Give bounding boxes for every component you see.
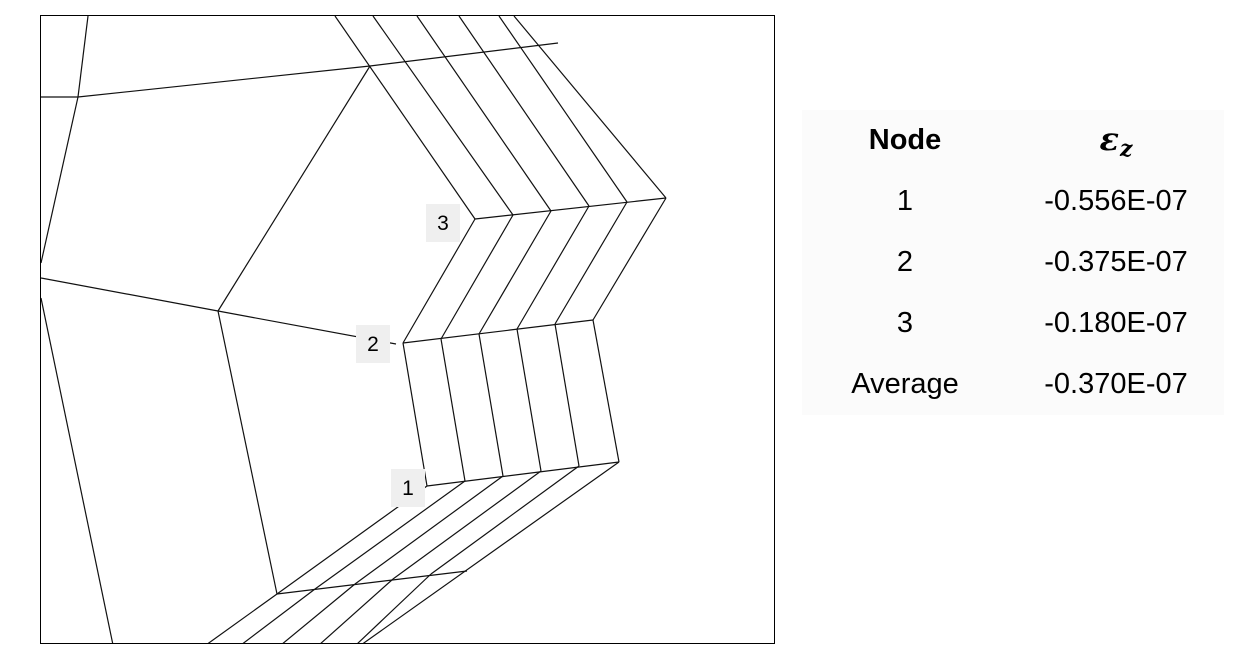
row-strain-value: -0.370E-07 [1008, 354, 1224, 415]
row-strain-value: -0.375E-07 [1008, 232, 1224, 293]
row-strain-value: -0.180E-07 [1008, 293, 1224, 354]
mesh-lines [41, 16, 667, 643]
header-strain: εz [1008, 110, 1224, 171]
strain-subscript: z [1119, 135, 1133, 162]
table-row: 2 -0.375E-07 [802, 232, 1224, 293]
finite-element-mesh [41, 16, 667, 643]
table-row: 1 -0.556E-07 [802, 171, 1224, 232]
finite-element-mesh-panel: 3 2 1 [40, 15, 775, 644]
table-header-row: Node εz [802, 110, 1224, 171]
node-label-2: 2 [356, 325, 390, 363]
header-node: Node [802, 110, 1008, 171]
node-label-1: 1 [391, 469, 425, 507]
row-node: Average [802, 354, 1008, 415]
row-node: 3 [802, 293, 1008, 354]
row-node: 2 [802, 232, 1008, 293]
table-row: 3 -0.180E-07 [802, 293, 1224, 354]
table-row: Average -0.370E-07 [802, 354, 1224, 415]
node-label-3: 3 [426, 204, 460, 242]
row-strain-value: -0.556E-07 [1008, 171, 1224, 232]
strain-table: Node εz 1 -0.556E-07 2 -0.375E-07 3 -0.1… [802, 110, 1224, 415]
row-node: 1 [802, 171, 1008, 232]
strain-symbol: ε [1099, 119, 1119, 158]
